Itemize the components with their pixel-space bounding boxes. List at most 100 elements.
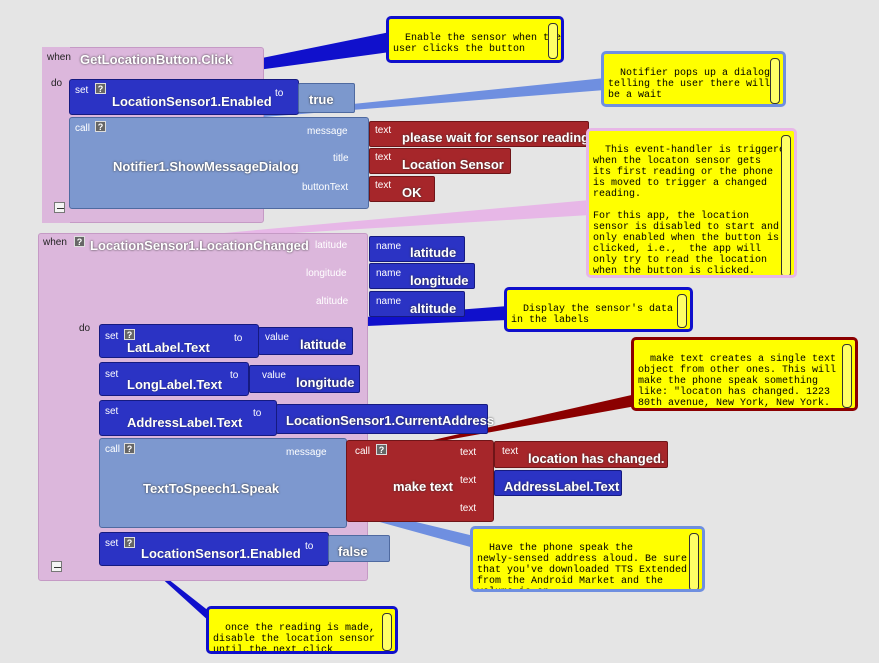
comment-text: This event-handler is triggered when the… bbox=[593, 145, 792, 277]
do-label: do bbox=[79, 323, 91, 334]
to-label: to bbox=[275, 88, 284, 99]
set-block-addresslabel[interactable] bbox=[99, 400, 277, 436]
name-label: name bbox=[376, 268, 402, 279]
text-label: text bbox=[375, 125, 392, 136]
scrollbar[interactable] bbox=[781, 135, 791, 275]
scrollbar[interactable] bbox=[382, 613, 392, 651]
value-block-latitude[interactable] bbox=[258, 327, 353, 355]
name-label: name bbox=[376, 296, 402, 307]
param-label-altitude: altitude bbox=[316, 296, 349, 307]
help-icon[interactable]: ? bbox=[95, 121, 106, 132]
name-block-latitude[interactable] bbox=[369, 236, 465, 262]
name-value-latitude: latitude bbox=[410, 245, 457, 260]
addresslabel-text-block[interactable] bbox=[494, 470, 622, 496]
call-label: call bbox=[105, 444, 121, 455]
comment-text: Enable the sensor when the user clicks t… bbox=[393, 33, 561, 55]
text-value-ok: OK bbox=[402, 185, 422, 200]
text-label: text bbox=[375, 180, 392, 191]
param-label-title: title bbox=[333, 153, 349, 164]
set-block-disable-sensor[interactable] bbox=[99, 532, 329, 566]
collapse-button[interactable] bbox=[54, 202, 65, 213]
text-label: text bbox=[375, 152, 392, 163]
set-label: set bbox=[105, 331, 119, 342]
comment-note-display-data[interactable]: Display the sensor's data in the labels bbox=[504, 287, 693, 332]
comment-text: Notifier pops up a dialog telling the us… bbox=[608, 68, 771, 101]
comment-note-disable-sensor[interactable]: once the reading is made, disable the lo… bbox=[206, 606, 398, 654]
comment-note-speak[interactable]: Have the phone speak the newly-sensed ad… bbox=[470, 526, 705, 592]
text-block-buttontext[interactable] bbox=[369, 176, 435, 202]
set-block-longlabel[interactable] bbox=[99, 362, 249, 396]
true-block[interactable] bbox=[298, 83, 355, 113]
text-block-message[interactable] bbox=[369, 121, 589, 147]
set-target: LocationSensor1.Enabled bbox=[112, 94, 272, 109]
scrollbar[interactable] bbox=[842, 344, 852, 408]
param-label-message: message bbox=[286, 447, 327, 458]
text-block-title[interactable] bbox=[369, 148, 511, 174]
help-icon[interactable]: ? bbox=[95, 83, 106, 94]
false-value: false bbox=[338, 544, 368, 559]
help-icon[interactable]: ? bbox=[124, 443, 135, 454]
when-label: when bbox=[47, 52, 71, 63]
true-value: true bbox=[309, 92, 334, 107]
set-label: set bbox=[75, 85, 89, 96]
comment-text: Display the sensor's data in the labels bbox=[511, 304, 674, 326]
param-label-latitude: latitude bbox=[315, 240, 348, 251]
speak-method: TextToSpeech1.Speak bbox=[143, 481, 280, 496]
param-label-buttontext: buttonText bbox=[302, 182, 349, 193]
set-target-latlabel: LatLabel.Text bbox=[127, 340, 210, 355]
text-label: text bbox=[460, 475, 477, 486]
comment-text: Have the phone speak the newly-sensed ad… bbox=[477, 543, 688, 589]
value-label: value bbox=[265, 332, 289, 343]
when-label: when bbox=[43, 237, 67, 248]
to-label: to bbox=[230, 370, 239, 381]
text-label: text bbox=[460, 503, 477, 514]
call-notifier-block[interactable] bbox=[69, 117, 369, 209]
to-label: to bbox=[234, 333, 243, 344]
set-block-locationsensor-enabled[interactable] bbox=[69, 79, 299, 115]
call-label: call bbox=[75, 123, 91, 134]
comment-note-notifier[interactable]: Notifier pops up a dialog telling the us… bbox=[601, 51, 786, 107]
param-label-longitude: longitude bbox=[306, 268, 347, 279]
collapse-button[interactable] bbox=[51, 561, 62, 572]
to-label: to bbox=[305, 541, 314, 552]
call-label: call bbox=[355, 446, 371, 457]
set-label: set bbox=[105, 538, 119, 549]
call-method: Notifier1.ShowMessageDialog bbox=[113, 159, 299, 174]
scrollbar[interactable] bbox=[548, 23, 558, 59]
name-block-altitude[interactable] bbox=[369, 291, 465, 317]
comment-note-make-text[interactable]: make text creates a single text object f… bbox=[631, 337, 858, 411]
call-texttospeech-block[interactable] bbox=[99, 438, 347, 528]
name-block-longitude[interactable] bbox=[369, 263, 475, 289]
help-icon[interactable]: ? bbox=[124, 537, 135, 548]
value-label: value bbox=[262, 370, 286, 381]
addresslabel-text-value: AddressLabel.Text bbox=[504, 479, 620, 494]
set-target-addresslabel: AddressLabel.Text bbox=[127, 415, 243, 430]
help-icon[interactable]: ? bbox=[74, 236, 85, 247]
false-block[interactable] bbox=[328, 535, 390, 562]
name-value-altitude: altitude bbox=[410, 301, 457, 316]
value-longitude: longitude bbox=[296, 375, 355, 390]
set-target-enabled: LocationSensor1.Enabled bbox=[141, 546, 301, 561]
comment-text: once the reading is made, disable the lo… bbox=[213, 623, 376, 654]
make-text-label: make text bbox=[393, 479, 453, 494]
text-value-message: please wait for sensor reading bbox=[402, 130, 590, 145]
make-text-block[interactable] bbox=[346, 440, 494, 522]
scrollbar[interactable] bbox=[689, 533, 699, 589]
text-value-title: Location Sensor bbox=[402, 157, 504, 172]
value-block-longitude[interactable] bbox=[249, 365, 360, 393]
help-icon[interactable]: ? bbox=[124, 329, 135, 340]
scrollbar[interactable] bbox=[677, 294, 687, 328]
comment-note-enable-sensor[interactable]: Enable the sensor when the user clicks t… bbox=[386, 16, 564, 63]
name-value-longitude: longitude bbox=[410, 273, 469, 288]
event2-title: LocationSensor1.LocationChanged bbox=[90, 238, 309, 253]
param-label-message: message bbox=[307, 126, 348, 137]
text-block-location-changed[interactable] bbox=[494, 441, 668, 468]
event1-title: GetLocationButton.Click bbox=[80, 52, 233, 67]
comment-note-event-handler[interactable]: This event-handler is triggered when the… bbox=[586, 128, 797, 278]
scrollbar[interactable] bbox=[770, 58, 780, 104]
name-label: name bbox=[376, 241, 402, 252]
help-icon[interactable]: ? bbox=[376, 444, 387, 455]
value-block-currentaddress[interactable] bbox=[276, 404, 488, 434]
set-target-longlabel: LongLabel.Text bbox=[127, 377, 223, 392]
set-label: set bbox=[105, 369, 119, 380]
